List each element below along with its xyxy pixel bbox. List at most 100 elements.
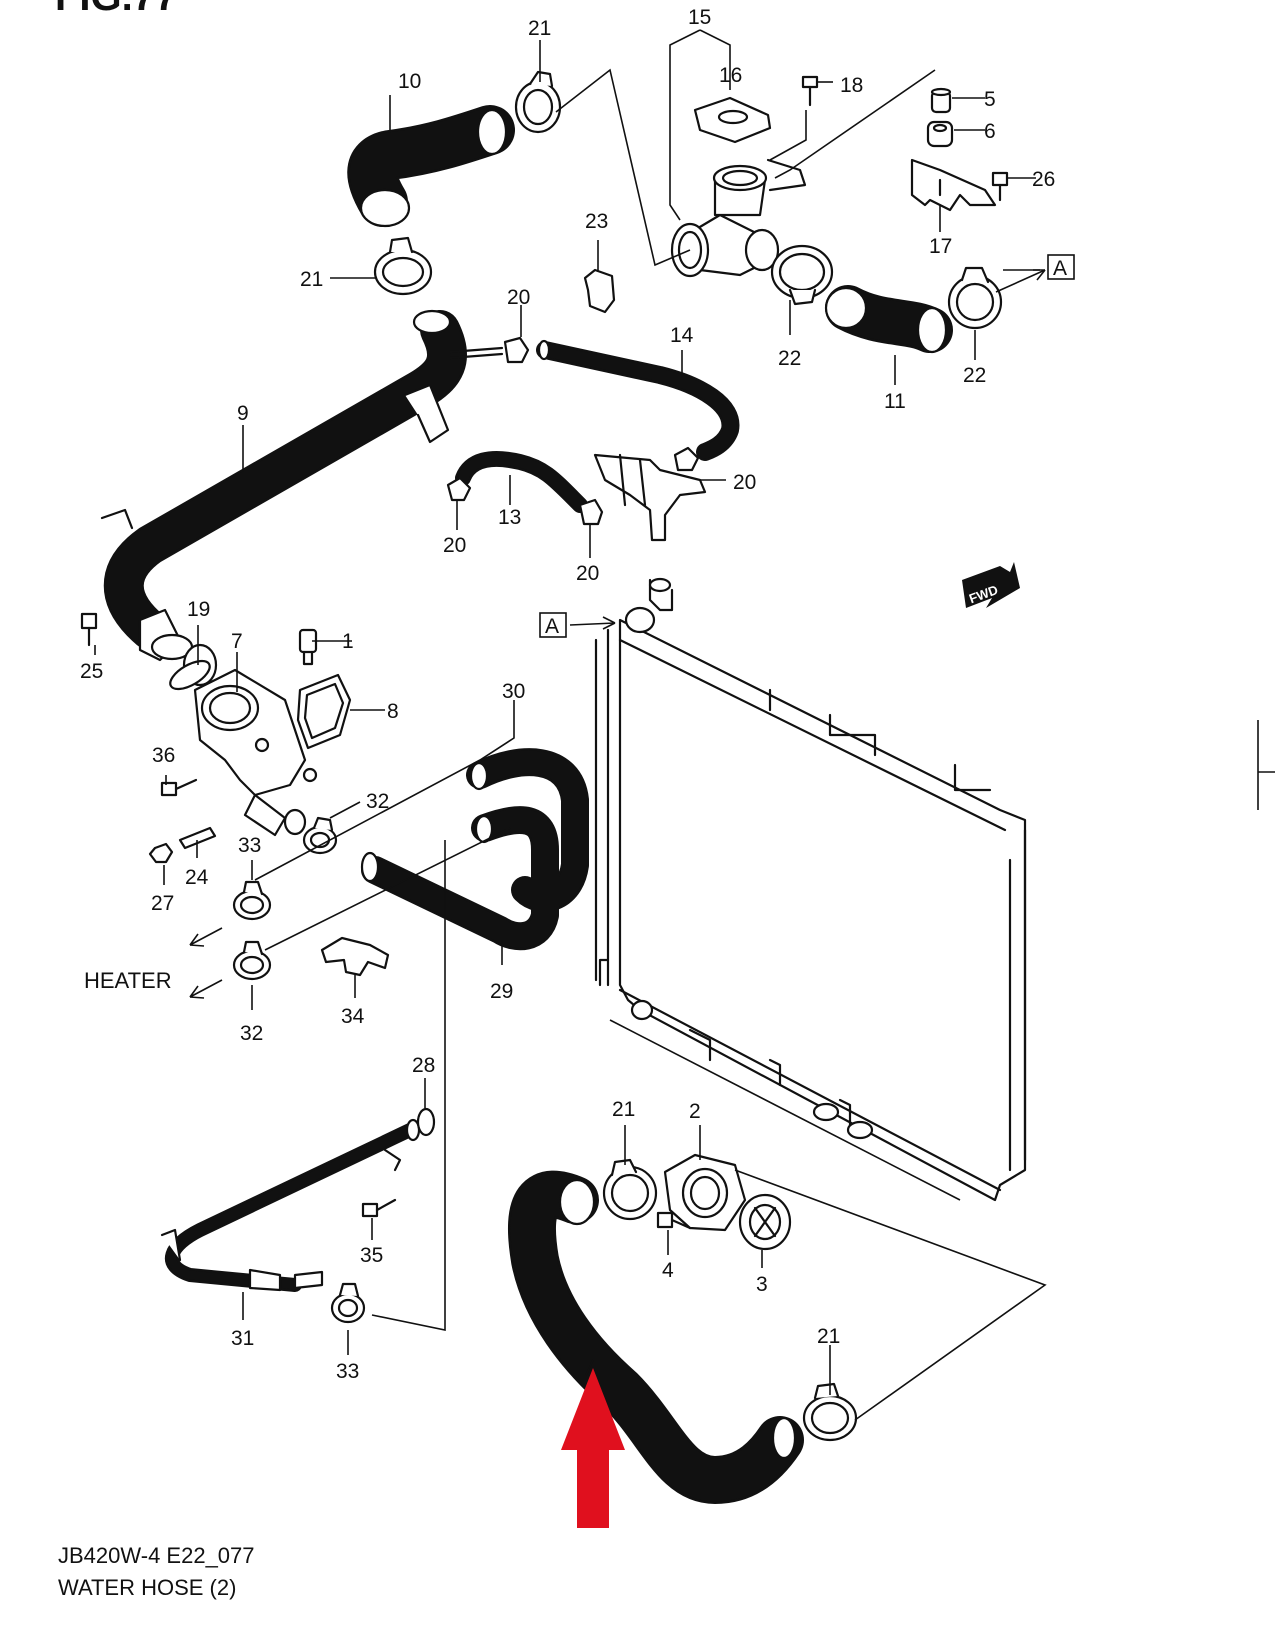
callout-21-bottom: 21 xyxy=(817,1325,840,1348)
ref-a-top-label: A xyxy=(1053,257,1067,280)
callout-33-lower: 33 xyxy=(336,1360,359,1383)
bolt-18 xyxy=(801,75,819,107)
bracket-17 xyxy=(910,158,997,212)
callout-5: 5 xyxy=(984,88,996,111)
callout-1: 1 xyxy=(342,630,354,653)
clamp-33-left xyxy=(232,880,272,921)
callout-4: 4 xyxy=(662,1259,674,1282)
callout-20-top: 20 xyxy=(507,286,530,309)
callout-25: 25 xyxy=(80,660,103,683)
clamp-21-top xyxy=(514,70,562,134)
bolt-26 xyxy=(991,171,1009,202)
hose-10 xyxy=(347,105,515,228)
ref-box-a-top: A xyxy=(1047,254,1075,280)
hose-29 xyxy=(360,806,559,951)
thermostat-housing-7 xyxy=(150,633,318,837)
o-ring-28 xyxy=(416,1107,436,1137)
clamp-22-right xyxy=(947,266,1003,330)
callout-24: 24 xyxy=(185,866,209,889)
callout-18: 18 xyxy=(840,74,863,97)
figure-title: FIG.77 xyxy=(55,0,177,19)
callout-3: 3 xyxy=(756,1273,768,1296)
callout-20-bottom: 20 xyxy=(576,562,599,585)
fwd-arrow: FWD xyxy=(962,562,1020,608)
callout-14: 14 xyxy=(670,324,694,347)
callout-31: 31 xyxy=(231,1327,254,1350)
callout-34: 34 xyxy=(341,1005,365,1028)
hose-11 xyxy=(824,285,953,354)
bolt-35 xyxy=(361,1198,397,1218)
nut-27 xyxy=(148,842,174,864)
thermostat-cap-2 xyxy=(663,1153,747,1232)
callout-11: 11 xyxy=(884,390,906,413)
bolt-36 xyxy=(160,778,198,797)
clamp-20-right xyxy=(673,446,700,472)
heater-fitting xyxy=(593,453,707,542)
filler-neck-15 xyxy=(670,158,807,278)
callout-30: 30 xyxy=(502,680,525,703)
callout-22-right: 22 xyxy=(963,364,986,387)
callout-19: 19 xyxy=(187,598,210,621)
hose-12 xyxy=(508,1170,804,1504)
callout-7: 7 xyxy=(231,630,243,653)
callout-21-top: 21 xyxy=(528,17,551,40)
callout-17: 17 xyxy=(929,235,952,258)
callout-21-left: 21 xyxy=(300,268,323,291)
clamp-20-top xyxy=(503,336,530,364)
thermostat-3 xyxy=(738,1193,792,1251)
clamp-20-bottom xyxy=(578,498,604,526)
heater-label: HEATER xyxy=(84,968,172,993)
ref-a-mid-label: A xyxy=(545,615,559,638)
grommet-6 xyxy=(926,120,954,148)
callout-26: 26 xyxy=(1032,168,1055,191)
clamp-21-bottom xyxy=(802,1382,858,1442)
footer-title: WATER HOSE (2) xyxy=(58,1575,236,1600)
sensor-1 xyxy=(298,628,318,666)
gasket-8 xyxy=(296,673,352,750)
hose-13 xyxy=(455,451,588,513)
callout-28: 28 xyxy=(412,1054,435,1077)
bolt-4 xyxy=(656,1211,692,1230)
footer-code: JB420W-4 E22_077 xyxy=(58,1543,255,1568)
clamp-21-left xyxy=(373,236,433,296)
pipe-31 xyxy=(160,1118,421,1292)
clamp-22-left xyxy=(770,244,834,306)
callout-22-left: 22 xyxy=(778,347,801,370)
callout-21-middle: 21 xyxy=(612,1098,635,1121)
radiator xyxy=(594,577,1027,1202)
clip-23 xyxy=(583,268,616,314)
clamp-21-middle xyxy=(602,1158,658,1221)
callout-35: 35 xyxy=(360,1244,383,1267)
ref-box-a-mid: A xyxy=(539,612,567,638)
stud-24 xyxy=(178,826,217,850)
callout-9: 9 xyxy=(237,402,249,425)
callout-6: 6 xyxy=(984,120,996,143)
leader-lines xyxy=(94,29,1275,1421)
highlight-arrow-part-12 xyxy=(561,1368,625,1528)
callout-27: 27 xyxy=(151,892,174,915)
clamp-32-lower xyxy=(232,940,272,981)
callout-29: 29 xyxy=(490,980,513,1003)
pipe-9 xyxy=(100,309,504,662)
clip-34 xyxy=(320,936,390,977)
clamp-20-left xyxy=(446,476,472,502)
callout-32-upper: 32 xyxy=(366,790,389,813)
callout-10: 10 xyxy=(398,70,421,93)
callout-32-lower: 32 xyxy=(240,1022,263,1045)
callout-8: 8 xyxy=(387,700,399,723)
callout-2: 2 xyxy=(689,1100,701,1123)
clamp-33-lower xyxy=(330,1282,366,1324)
callout-33-left: 33 xyxy=(238,834,261,857)
callout-15: 15 xyxy=(688,6,711,29)
bolt-25 xyxy=(80,612,98,647)
hose-14 xyxy=(536,339,740,461)
o-ring-19 xyxy=(169,659,211,691)
callout-36: 36 xyxy=(152,744,175,767)
callout-23: 23 xyxy=(585,210,608,233)
clamp-32-upper xyxy=(302,816,338,855)
callout-20-left: 20 xyxy=(443,534,466,557)
cap-5 xyxy=(930,87,952,114)
callout-16: 16 xyxy=(719,64,742,87)
callout-13: 13 xyxy=(498,506,521,529)
